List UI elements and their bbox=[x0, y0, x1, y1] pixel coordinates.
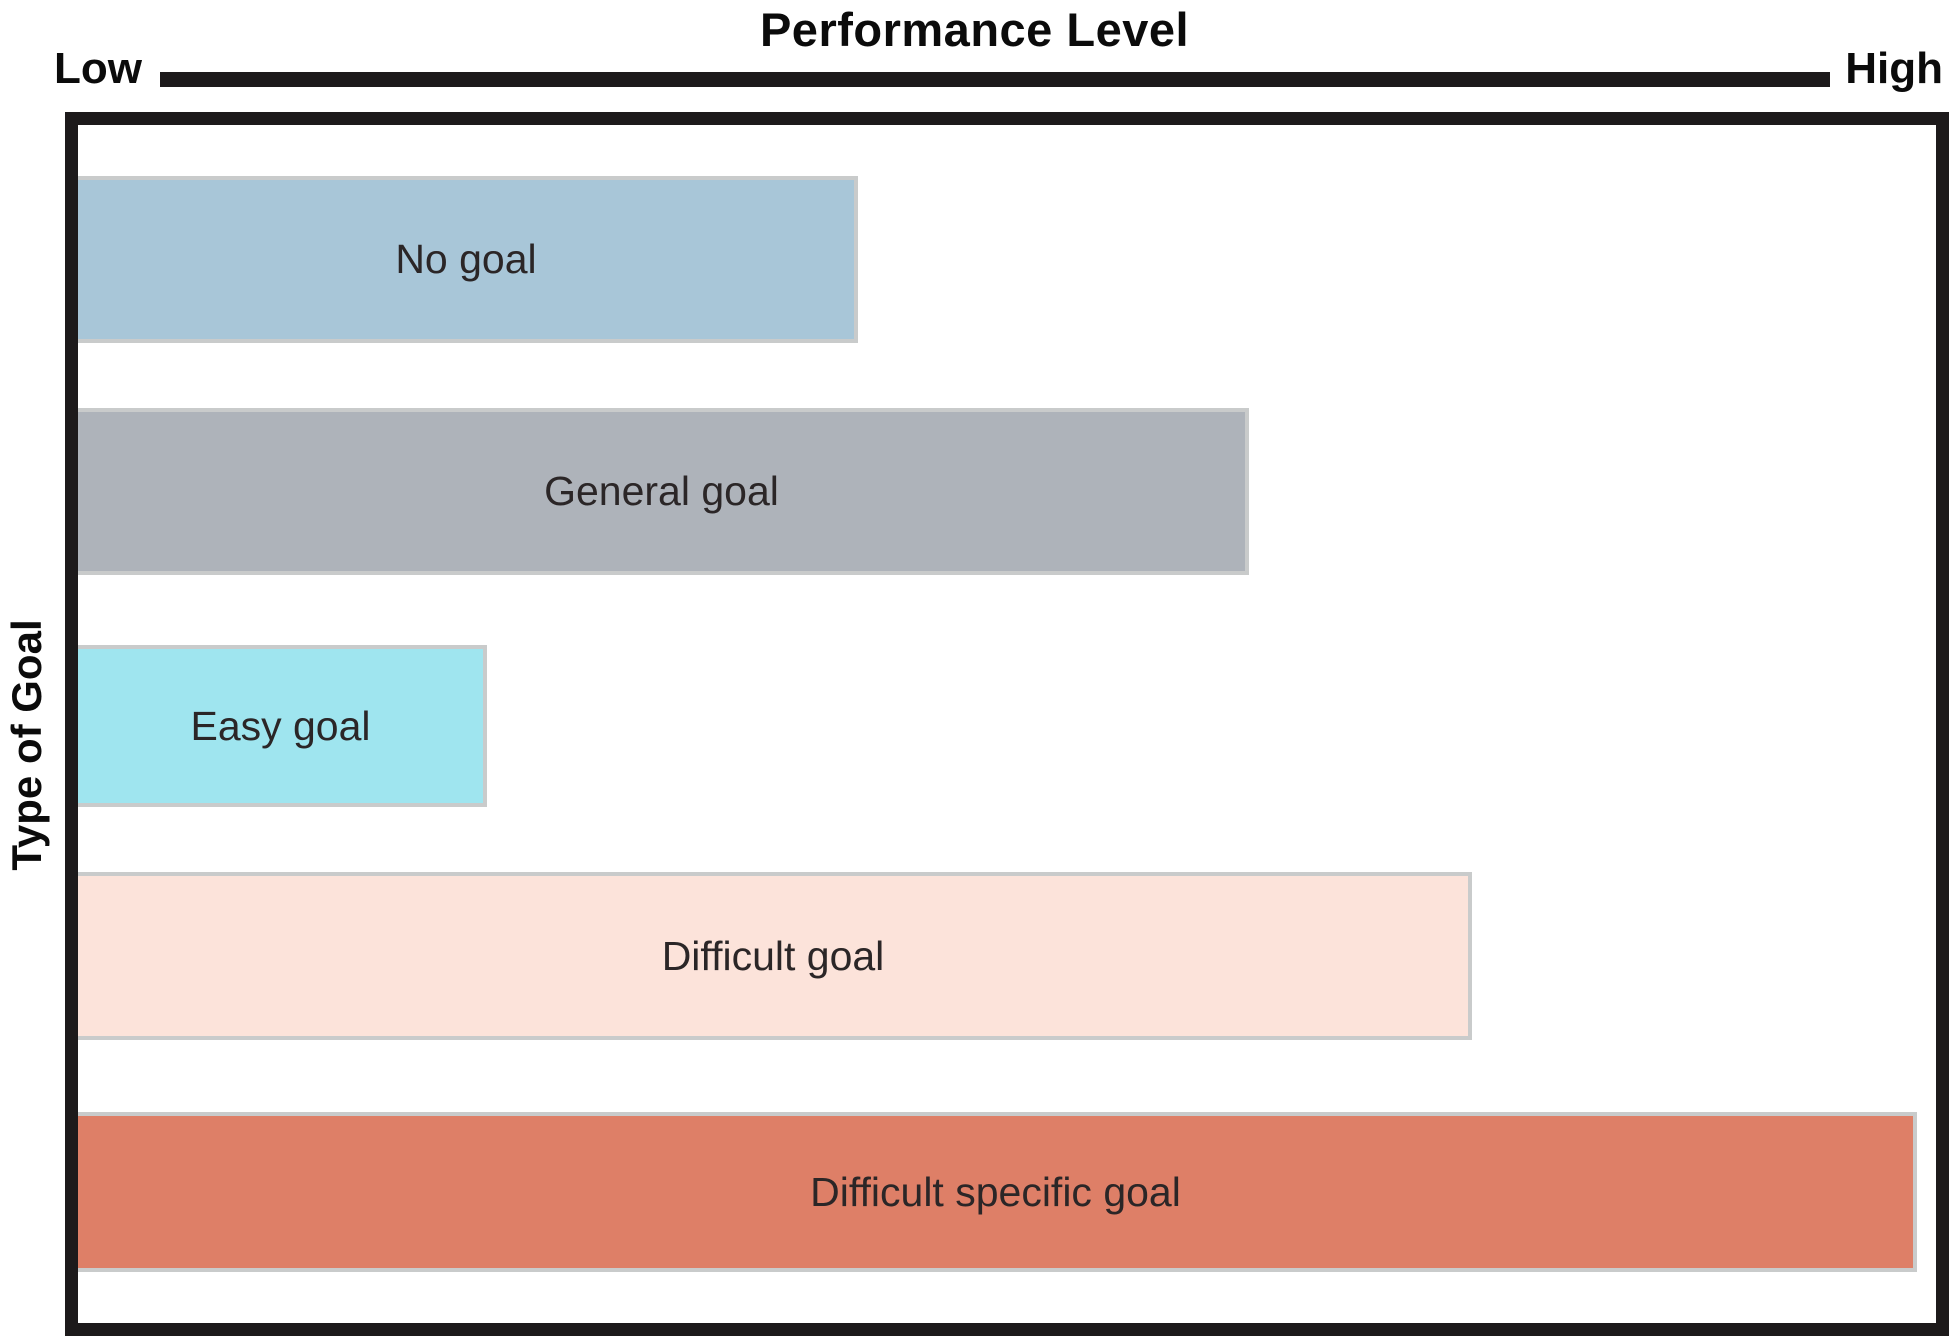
bar-general-goal: General goal bbox=[78, 408, 1249, 575]
x-axis-line bbox=[160, 72, 1830, 87]
bar-difficult-specific-goal: Difficult specific goal bbox=[78, 1112, 1917, 1272]
bar-label: Difficult goal bbox=[661, 932, 885, 979]
bar-no-goal: No goal bbox=[78, 176, 858, 343]
y-axis-label: Type of Goal bbox=[3, 619, 50, 871]
bar-label: General goal bbox=[544, 468, 779, 514]
chart-title: Performance Level bbox=[759, 3, 1190, 56]
bar-label: Difficult specific goal bbox=[810, 1168, 1181, 1215]
x-axis-high-label: High bbox=[1845, 44, 1943, 93]
bar-label: Easy goal bbox=[190, 702, 371, 749]
bar-label: No goal bbox=[395, 236, 537, 282]
x-axis-low-label: Low bbox=[54, 44, 142, 93]
bar-difficult-goal: Difficult goal bbox=[78, 872, 1472, 1040]
bar-easy-goal: Easy goal bbox=[78, 645, 487, 807]
